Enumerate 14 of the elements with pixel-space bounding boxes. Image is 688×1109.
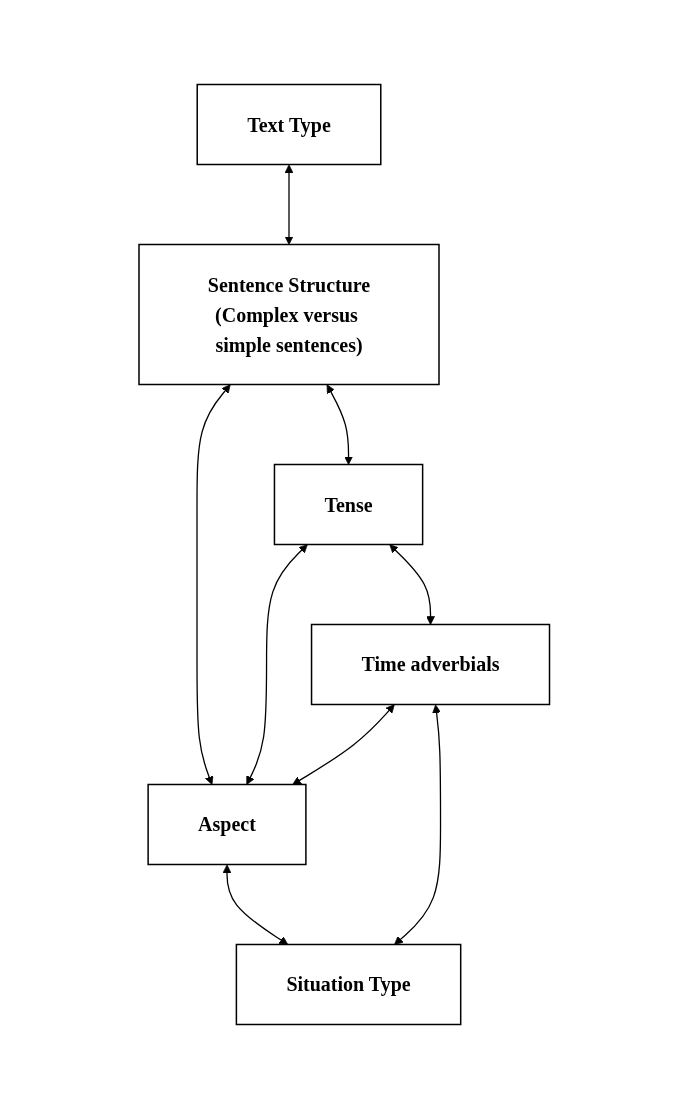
node-box: Time adverbials	[310, 623, 550, 706]
node-box: Situation Type	[235, 943, 462, 1026]
node-box: Tense	[273, 463, 424, 546]
arrow	[284, 164, 294, 245]
arrow	[246, 544, 308, 785]
node-box: Sentence Structure (Complex versus simple sentences)	[138, 243, 440, 386]
arrow	[393, 704, 441, 945]
arrow	[222, 864, 288, 945]
arrow	[292, 704, 395, 785]
node-box: Aspect	[147, 783, 307, 866]
arrow	[196, 384, 231, 785]
node-box: Text Type	[196, 83, 382, 166]
arrow	[326, 384, 353, 465]
arrow	[389, 544, 435, 625]
